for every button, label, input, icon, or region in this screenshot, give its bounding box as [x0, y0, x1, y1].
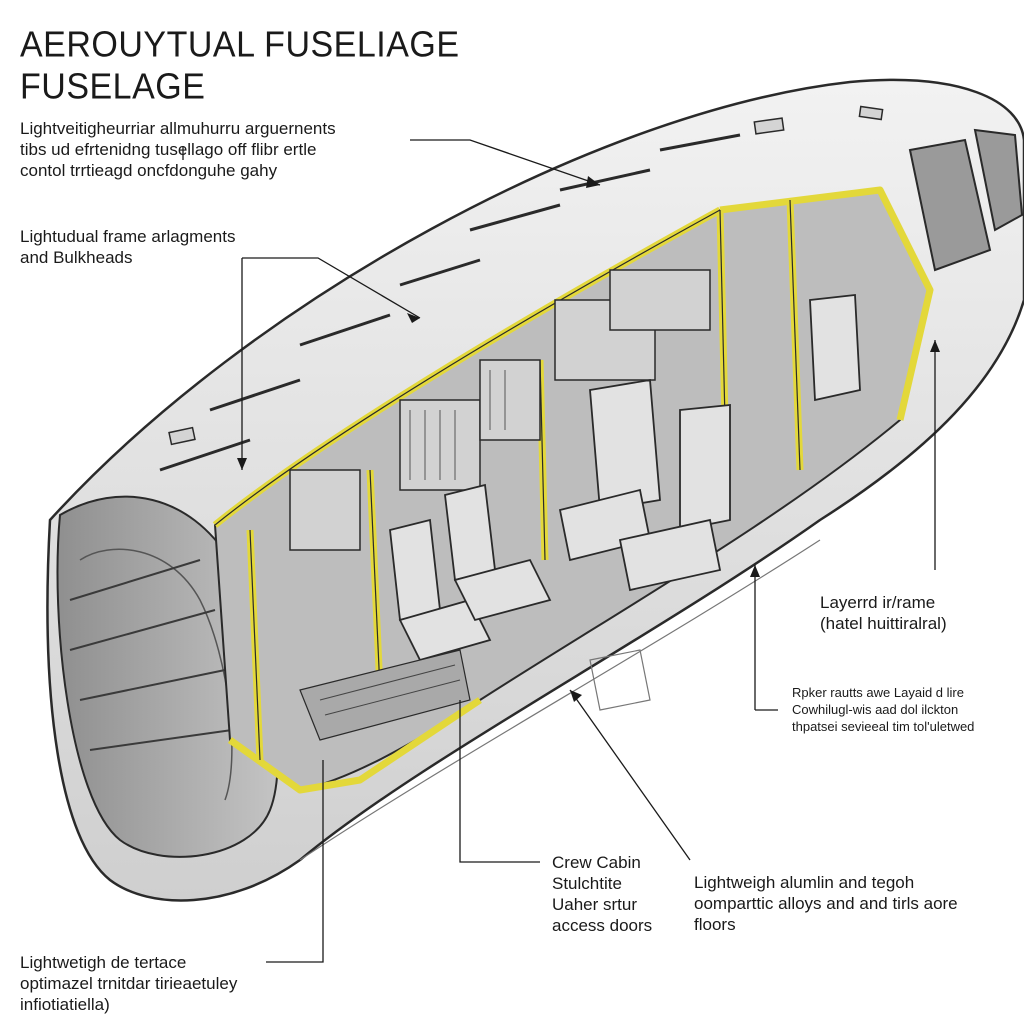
callout-aluminium-floors: Lightweigh alumlin and tegoh oomparttic … [694, 873, 958, 934]
callout-crew-cabin: Crew Cabin Stulchtite Uaher srtur access… [552, 853, 653, 935]
callout-skin-structure: Lightveitigheurriar allmuhurru arguernen… [20, 119, 336, 180]
cockpit-windows [908, 128, 1024, 272]
callout-small-note: Rpker rautts awe Layaid d lire Cowhilugl… [792, 685, 975, 734]
seat-4 [618, 404, 731, 592]
frame-outlines [214, 199, 801, 761]
leader-arrowheads [237, 176, 940, 702]
leader-lines [182, 139, 936, 963]
callout-bottom-left: Lightwetigh de tertace optimazel trnitda… [20, 953, 238, 1014]
diagram-subtitle: FUSELAGE [20, 67, 206, 107]
seat-5 [809, 294, 861, 402]
diagram-title: AEROUYTUAL FUSELIAGE [20, 25, 460, 65]
seat-1 [389, 518, 492, 662]
callout-layered-frame: Layerrd ir/rame (hatel huittiralral) [820, 593, 947, 633]
skin-panel-lines [159, 133, 741, 472]
rack-slats [409, 370, 506, 480]
cabin-seats [389, 294, 861, 662]
skin-hatch-icons [168, 105, 884, 446]
open-end-frames [69, 559, 233, 751]
callout-frames-bulkheads: Lightudual frame arlagments and Bulkhead… [20, 227, 236, 267]
seat-2 [444, 483, 552, 622]
